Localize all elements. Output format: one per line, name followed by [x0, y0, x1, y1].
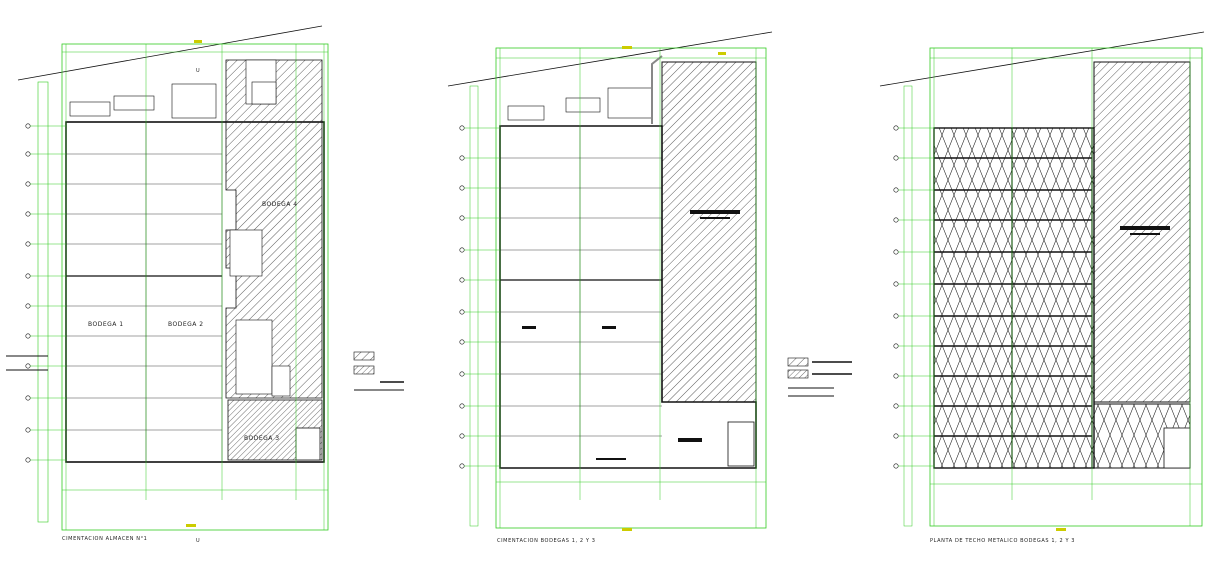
axis-bubble	[459, 185, 465, 191]
legend-2	[787, 357, 852, 397]
foundation-plan-warehouse-1: BODEGA 1 BODEGA 2 BODEGA 3 BODEGA 4 U U …	[6, 25, 329, 544]
foundation-plan-warehouses-1-2-3: CIMENTACION BODEGAS 1, 2 Y 3	[447, 31, 773, 544]
axis-bubble	[25, 273, 31, 279]
plan-title-3: PLANTA DE TECHO METALICO BODEGAS 1, 2 Y …	[930, 538, 1075, 544]
axis-bubble	[459, 403, 465, 409]
axis-bubble	[25, 181, 31, 187]
axis-tag-top: U	[196, 68, 200, 74]
room-label-4: BODEGA 4	[262, 201, 298, 208]
axis-bubble	[459, 215, 465, 221]
axis-bubble	[25, 427, 31, 433]
axis-bubble	[893, 187, 899, 193]
axis-bubble	[25, 151, 31, 157]
legend-1	[353, 351, 404, 391]
axis-bubble	[25, 123, 31, 129]
axis-bubble	[893, 249, 899, 255]
axis-bubble	[25, 457, 31, 463]
axis-bubble	[459, 125, 465, 131]
axis-bubble	[25, 395, 31, 401]
room-label-1: BODEGA 1	[88, 321, 124, 328]
axis-bubble	[459, 371, 465, 377]
axis-bubble	[459, 339, 465, 345]
axis-bubble	[25, 333, 31, 339]
axis-bubble	[459, 247, 465, 253]
axis-bubble	[25, 241, 31, 247]
plan-title-2: CIMENTACION BODEGAS 1, 2 Y 3	[497, 538, 596, 544]
room-label-2: BODEGA 2	[168, 321, 204, 328]
axis-bubble	[893, 281, 899, 287]
axis-bubble	[459, 463, 465, 469]
axis-bubble	[893, 217, 899, 223]
axis-bubble	[893, 463, 899, 469]
axis-bubble	[893, 155, 899, 161]
axis-bubble	[893, 125, 899, 131]
plan-title-1: CIMENTACION ALMACEN N°1	[62, 536, 147, 542]
axis-bubble	[893, 403, 899, 409]
metal-roof-plan-warehouses-1-2-3: PLANTA DE TECHO METALICO BODEGAS 1, 2 Y …	[879, 31, 1205, 544]
axis-bubble	[893, 343, 899, 349]
room-label-3: BODEGA 3	[244, 435, 280, 442]
axis-bubble	[459, 277, 465, 283]
axis-bubble	[25, 303, 31, 309]
axis-bubble	[893, 433, 899, 439]
axis-bubble	[25, 363, 31, 369]
axis-bubble	[459, 309, 465, 315]
axis-bubble	[893, 313, 899, 319]
axis-bubble	[459, 155, 465, 161]
axis-bubble	[25, 211, 31, 217]
axis-bubble	[459, 433, 465, 439]
axis-tag-bottom: U	[196, 538, 200, 544]
axis-bubble	[893, 373, 899, 379]
